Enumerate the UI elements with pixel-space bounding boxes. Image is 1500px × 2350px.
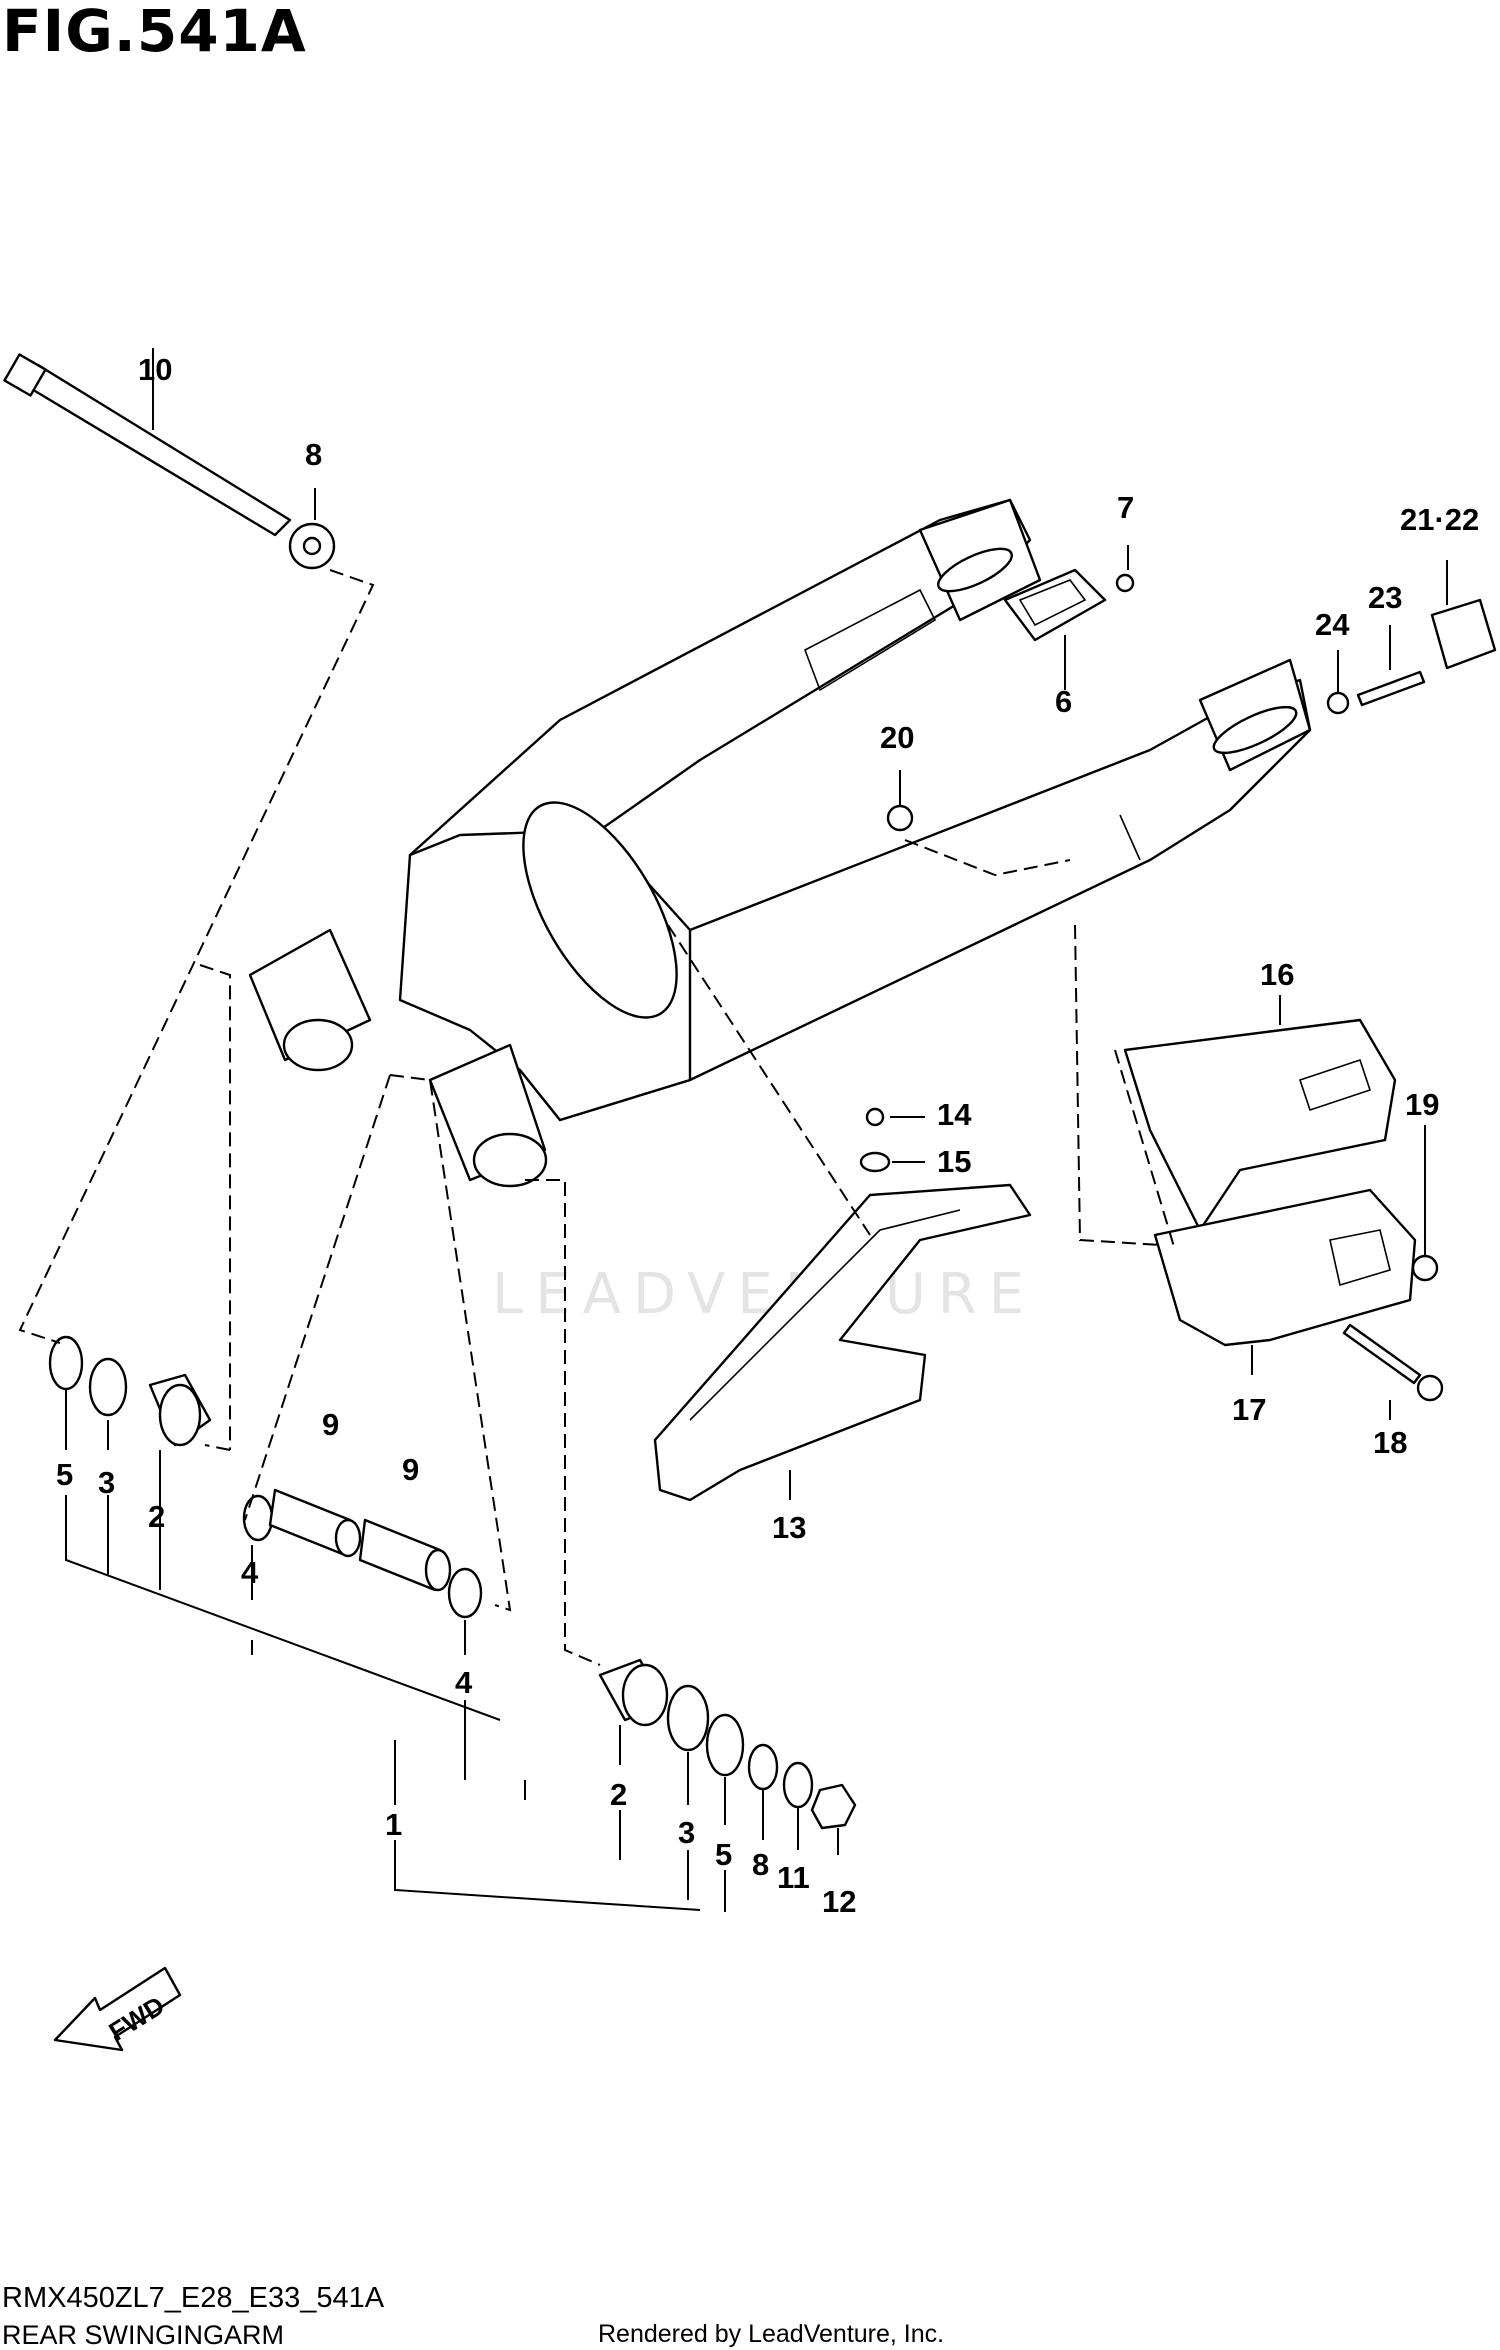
bearing-2-right-face xyxy=(621,1663,669,1727)
callout-12: 12 xyxy=(822,1884,856,1919)
model-code: RMX450ZL7_E28_E33_541A xyxy=(2,2282,385,2314)
nut-20 xyxy=(886,804,914,832)
callout-7: 7 xyxy=(1117,490,1134,525)
washer-11 xyxy=(782,1761,814,1809)
seal-5-right xyxy=(705,1713,745,1777)
callout-19: 19 xyxy=(1405,1087,1439,1122)
leader-lines xyxy=(18,348,1448,1912)
collar-9-left-end xyxy=(334,1518,362,1558)
nut-12 xyxy=(810,1783,857,1830)
fwd-arrow-icon: FWD xyxy=(53,1966,182,2052)
callout-11: 11 xyxy=(777,1860,810,1895)
chain-guide-plate-16 xyxy=(1123,1018,1397,1232)
adjuster-21-22 xyxy=(1430,598,1497,670)
callout-labels: 10 8 7 6 21·22 23 24 20 16 19 14 15 17 1… xyxy=(56,352,1479,1919)
bearing-2-left-face xyxy=(158,1383,202,1447)
callout-1: 1 xyxy=(385,1807,402,1842)
callout-5-left: 5 xyxy=(56,1457,73,1492)
seal-5-left xyxy=(48,1335,84,1391)
diagram-description: REAR SWINGINGARM xyxy=(2,2320,285,2350)
bolt-18-head xyxy=(1416,1374,1444,1402)
callout-2-right: 2 xyxy=(610,1777,627,1812)
chain-guide-plate-17 xyxy=(1153,1188,1417,1347)
callout-20: 20 xyxy=(880,720,914,755)
callout-24: 24 xyxy=(1315,607,1350,642)
seal-4-left xyxy=(242,1494,274,1542)
callout-15: 15 xyxy=(937,1144,971,1179)
pivot-shaft xyxy=(3,353,292,537)
spacer-3-left xyxy=(88,1357,128,1417)
washer-8-upper-hole xyxy=(302,536,322,556)
collar-9-right-end xyxy=(424,1548,452,1592)
callout-8-right: 8 xyxy=(752,1847,769,1882)
callout-4-right: 4 xyxy=(455,1665,473,1700)
chain-guide-13 xyxy=(653,1183,1032,1502)
swingarm-body xyxy=(248,498,1312,1188)
callout-3-left: 3 xyxy=(98,1465,115,1500)
bolt-19 xyxy=(1411,1254,1439,1282)
callout-23: 23 xyxy=(1368,580,1402,615)
washer-8-right xyxy=(747,1743,779,1791)
bolt-18 xyxy=(1342,1323,1422,1385)
axle-plate-6 xyxy=(1003,568,1107,642)
seal-4-right xyxy=(447,1567,483,1619)
spacer-3-right xyxy=(666,1684,710,1752)
bolt-23 xyxy=(1356,670,1426,707)
callout-17: 17 xyxy=(1232,1392,1266,1427)
callout-14: 14 xyxy=(937,1097,972,1132)
callout-10: 10 xyxy=(138,352,172,387)
callout-6: 6 xyxy=(1055,684,1072,719)
callout-3-right: 3 xyxy=(678,1815,695,1850)
callout-9-left: 9 xyxy=(322,1407,339,1442)
figure-title: FIG.541A xyxy=(2,0,307,65)
watermark: LEADVENTURE xyxy=(492,1262,1037,1327)
callout-16: 16 xyxy=(1260,957,1294,992)
bushing-15 xyxy=(859,1151,891,1173)
washer-24 xyxy=(1326,691,1350,715)
callout-21-22: 21·22 xyxy=(1400,502,1479,537)
screw-14 xyxy=(865,1107,885,1127)
callout-8-upper: 8 xyxy=(305,437,322,472)
callout-4-left: 4 xyxy=(241,1555,259,1590)
callout-13: 13 xyxy=(772,1510,806,1545)
callout-9-right: 9 xyxy=(402,1452,419,1487)
render-credit: Rendered by LeadVenture, Inc. xyxy=(598,2320,945,2348)
callout-18: 18 xyxy=(1373,1425,1407,1460)
callout-5-right: 5 xyxy=(715,1837,732,1872)
screw-7 xyxy=(1115,573,1135,593)
callout-2-left: 2 xyxy=(148,1499,165,1534)
